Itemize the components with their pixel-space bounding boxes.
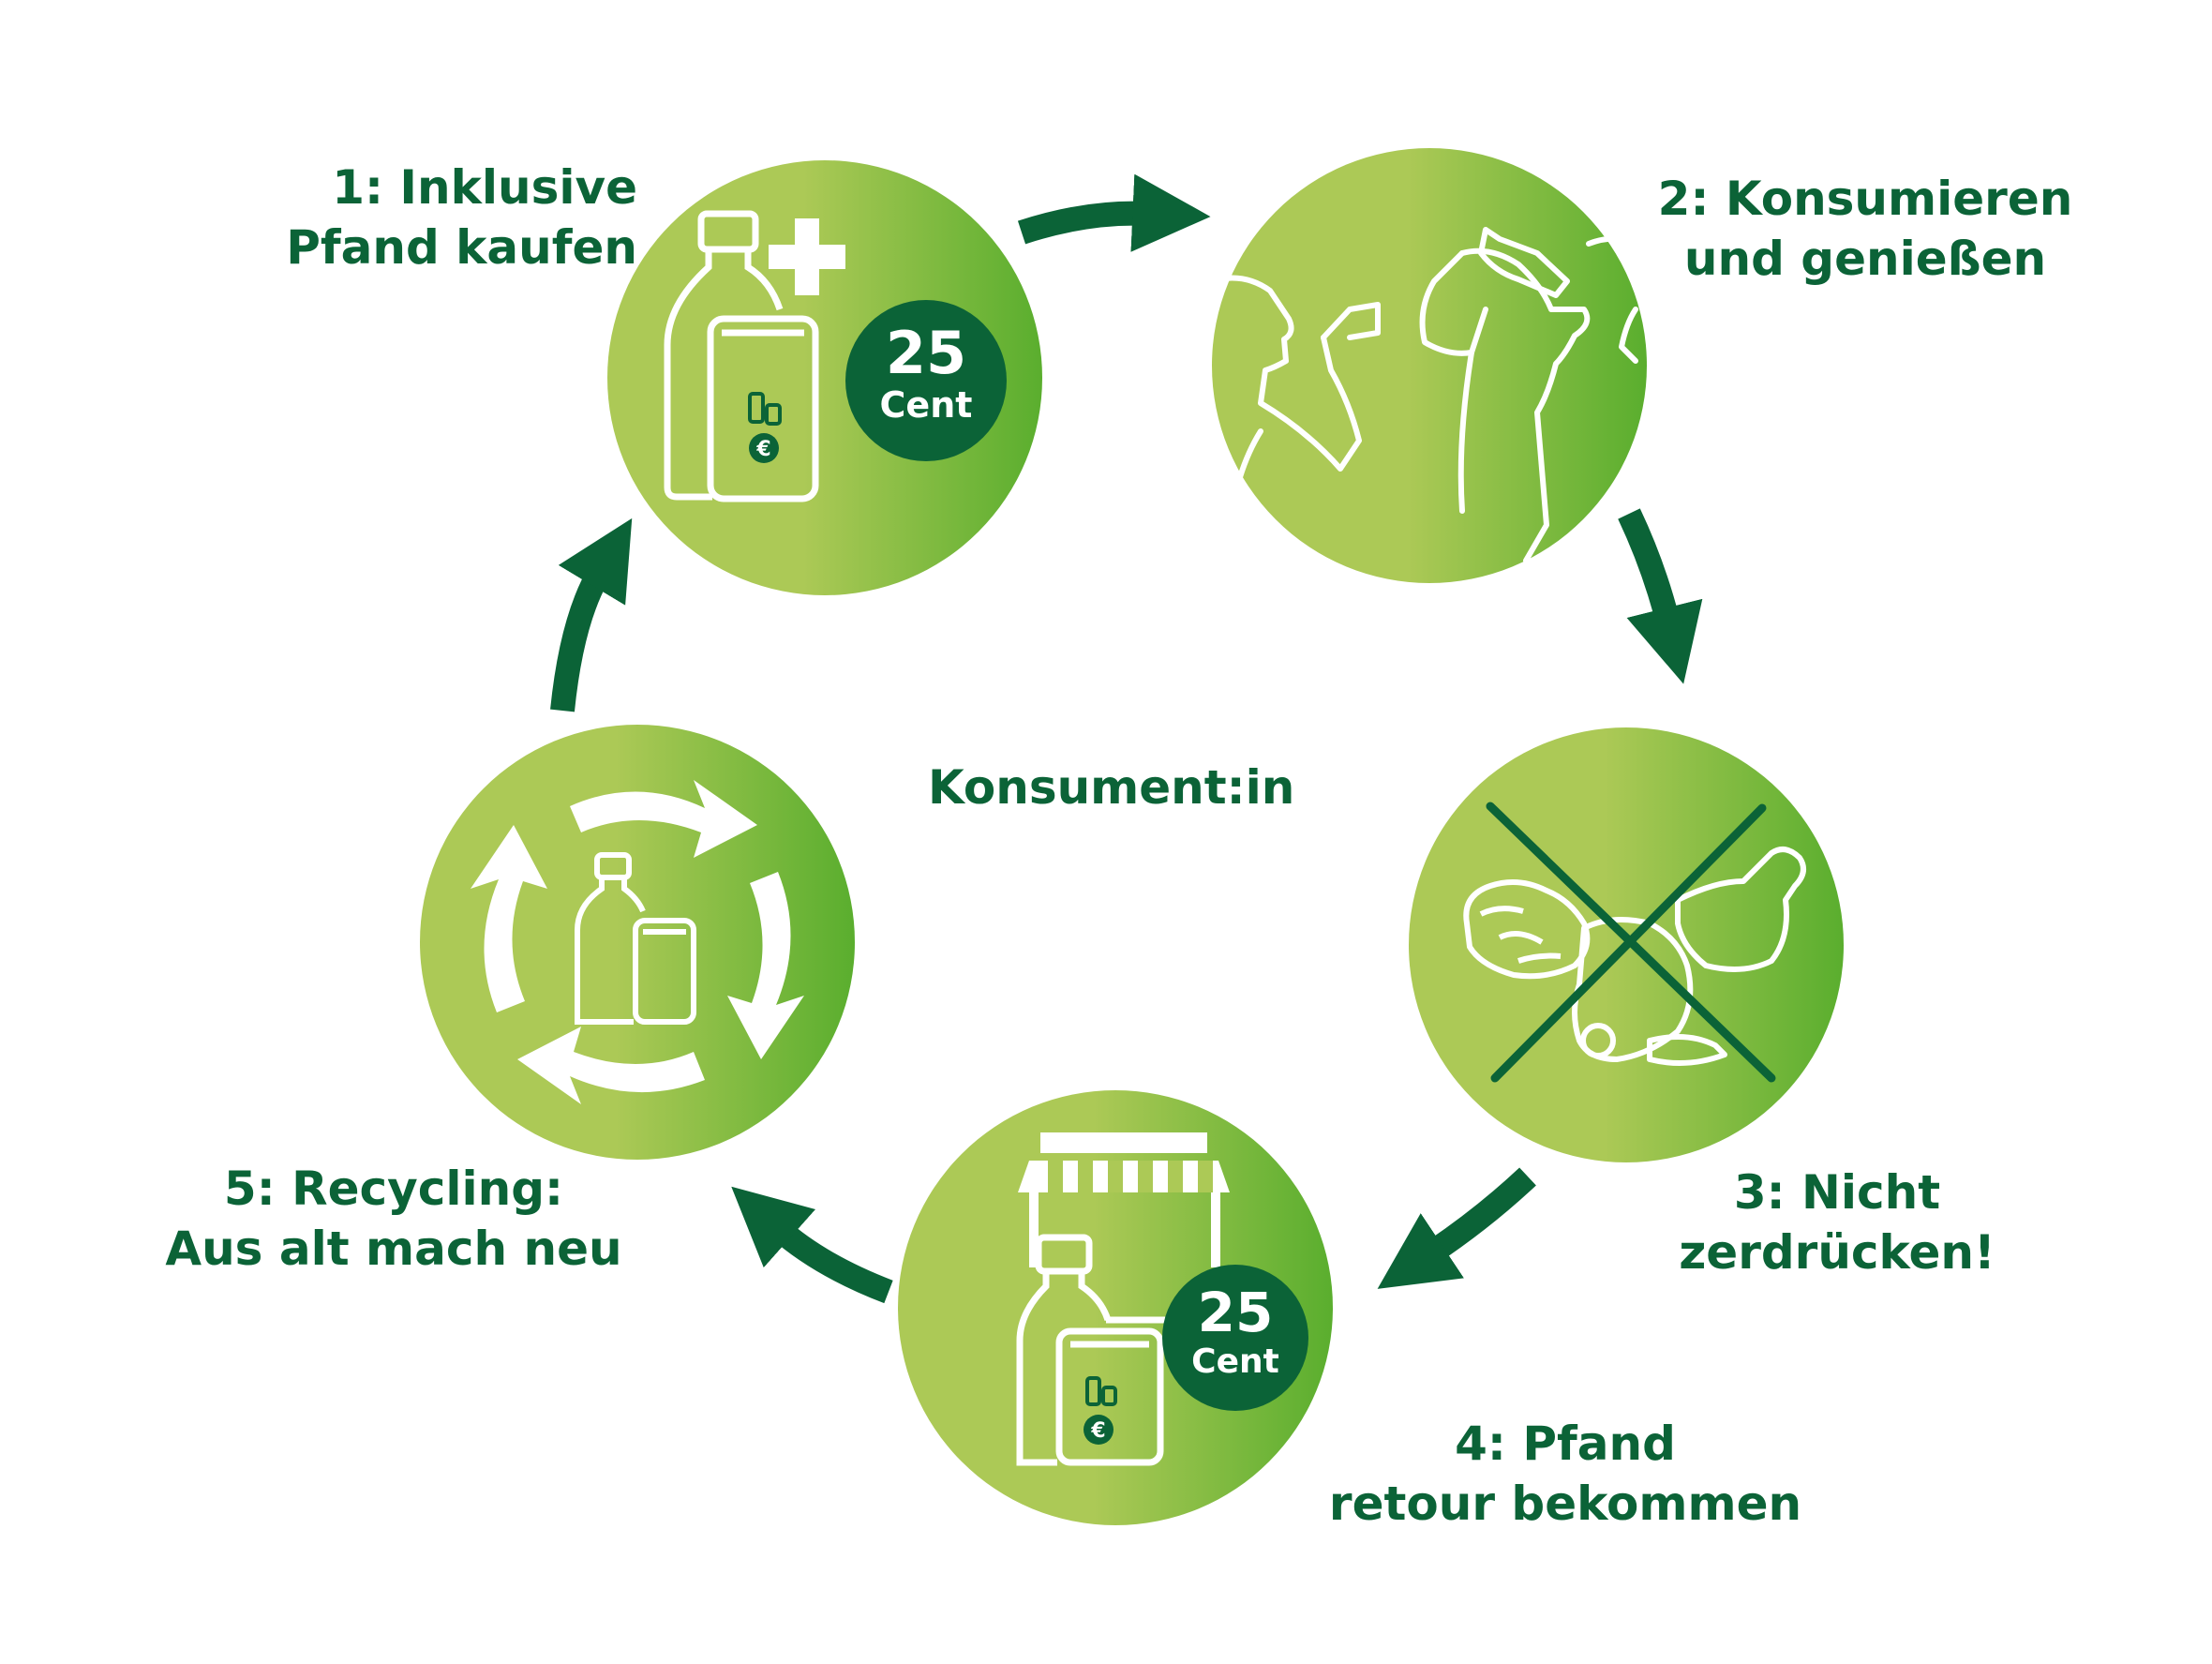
step-5-label: 5: Recycling: Aus alt mach neu [122,1159,665,1279]
step-3-circle [1409,727,1844,1162]
refund-badge-unit: Cent [1191,1342,1279,1381]
refund-badge: 25 Cent [1162,1265,1308,1411]
step-3-label-line1: 3: Nicht [1733,1165,1941,1220]
step-3-label: 3: Nicht zerdrücken! [1650,1162,2025,1282]
step-1-label-line1: 1: Inklusive [332,160,637,215]
step-4-label-line2: retour bekommen [1328,1477,1802,1531]
recycling-arrows-icon [471,780,804,1104]
step-4-label-line1: 4: Pfand [1455,1417,1676,1471]
step-1-label: 1: Inklusive Pfand kaufen [286,157,637,277]
step-2-label-line2: und genießen [1683,232,2047,286]
step-4-label: 4: Pfand retour bekommen [1303,1414,1828,1534]
bottle-can-icon [1016,1234,1228,1466]
plus-icon [769,218,845,295]
svg-text:€: € [755,438,770,461]
step-2-circle [1212,148,1647,583]
step-5-label-line1: 5: Recycling: [223,1162,564,1216]
cross-out-icon [1486,802,1776,1083]
shop-awning-icon [1018,1132,1230,1267]
people-drinking-icon [1216,227,1638,563]
deposit-badge: 25 Cent [845,300,1007,461]
deposit-badge-value: 25 [886,319,966,387]
bottle-can-icon-2 [575,852,696,1025]
euro-recycle-small-icon: € [748,392,782,463]
step-2-label-line1: 2: Konsumieren [1657,172,2073,226]
step-4-circle: € 25 Cent [898,1090,1333,1525]
step-5-label-line2: Aus alt mach neu [165,1222,622,1276]
arrow-5-to-1 [550,517,633,712]
step-5-circle [420,725,855,1160]
arrow-1-to-2 [1017,173,1211,252]
step-2-label: 2: Konsumieren und genießen [1640,169,2090,289]
arrow-2-to-3 [1618,508,1703,684]
step-1-label-line2: Pfand kaufen [286,220,637,275]
step-3-label-line2: zerdrücken! [1679,1225,1995,1280]
refund-badge-value: 25 [1198,1281,1274,1344]
svg-text:€: € [1090,1419,1105,1443]
arrow-3-to-4 [1377,1167,1536,1289]
deposit-badge-unit: Cent [880,384,973,426]
step-1-circle: € 25 Cent [607,160,1042,595]
center-label: Konsument:in [928,760,1295,815]
arrow-4-to-5 [731,1186,893,1304]
euro-recycle-small-icon-2: € [1084,1376,1117,1445]
